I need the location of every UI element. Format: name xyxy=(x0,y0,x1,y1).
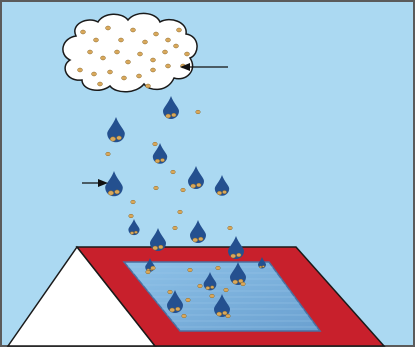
particle-icon xyxy=(174,44,179,48)
particle-icon xyxy=(231,254,236,258)
particle-icon xyxy=(206,286,210,289)
particle-icon xyxy=(119,38,124,42)
particle-icon xyxy=(151,68,156,72)
particle-icon xyxy=(217,191,222,195)
particle-icon xyxy=(126,60,131,64)
particle-icon xyxy=(223,311,228,315)
particle-icon xyxy=(101,56,106,60)
particle-icon xyxy=(146,270,151,274)
particle-icon xyxy=(178,210,183,214)
particle-icon xyxy=(197,183,202,187)
particle-icon xyxy=(117,136,122,140)
particle-icon xyxy=(210,286,214,289)
particle-icon xyxy=(146,84,151,88)
particle-icon xyxy=(186,298,191,302)
particle-icon xyxy=(143,40,148,44)
particle-icon xyxy=(176,307,181,311)
particle-icon xyxy=(217,312,222,316)
particle-icon xyxy=(182,314,187,318)
particle-icon xyxy=(233,280,238,284)
particle-icon xyxy=(78,68,83,72)
particle-icon xyxy=(191,184,196,188)
particle-icon xyxy=(210,294,215,298)
particle-icon xyxy=(224,288,229,292)
particle-icon xyxy=(134,231,137,234)
particle-icon xyxy=(108,191,114,195)
particle-icon xyxy=(166,114,171,118)
particle-icon xyxy=(237,253,242,257)
particle-icon xyxy=(222,190,226,193)
particle-icon xyxy=(166,38,171,42)
particle-icon xyxy=(153,142,158,146)
particle-icon xyxy=(241,282,246,286)
particle-icon xyxy=(94,38,99,42)
particle-icon xyxy=(168,290,173,294)
particle-icon xyxy=(155,159,160,163)
particle-icon xyxy=(160,158,164,161)
particle-icon xyxy=(159,245,164,249)
particle-icon xyxy=(131,28,136,32)
particle-icon xyxy=(177,28,182,32)
particle-icon xyxy=(226,314,231,318)
particle-icon xyxy=(154,32,159,36)
particle-icon xyxy=(172,113,177,117)
particle-icon xyxy=(154,186,159,190)
particle-icon xyxy=(110,137,116,141)
particle-icon xyxy=(198,284,203,288)
particle-icon xyxy=(137,74,142,78)
particle-icon xyxy=(88,50,93,54)
particle-icon xyxy=(173,226,178,230)
particle-icon xyxy=(153,246,158,250)
particle-icon xyxy=(199,237,204,241)
particle-icon xyxy=(98,82,103,86)
particle-icon xyxy=(108,70,113,74)
particle-icon xyxy=(185,52,190,56)
particle-icon xyxy=(166,64,171,68)
particle-icon xyxy=(170,308,175,312)
particle-icon xyxy=(163,50,168,54)
particle-icon xyxy=(151,266,156,270)
particle-icon xyxy=(131,200,136,204)
particle-icon xyxy=(196,110,201,114)
particle-icon xyxy=(216,266,221,270)
particle-icon xyxy=(193,238,198,242)
particle-icon xyxy=(106,26,111,30)
particle-icon xyxy=(115,50,120,54)
particle-icon xyxy=(106,152,111,156)
particle-icon xyxy=(151,58,156,62)
particle-icon xyxy=(92,72,97,76)
particle-icon xyxy=(262,266,264,268)
particle-icon xyxy=(115,190,120,194)
particle-icon xyxy=(129,214,134,218)
particle-icon xyxy=(81,30,86,34)
particle-icon xyxy=(181,188,186,192)
particle-icon xyxy=(259,266,262,268)
particle-icon xyxy=(188,268,193,272)
particle-icon xyxy=(138,52,143,56)
particle-icon xyxy=(171,170,176,174)
particle-icon xyxy=(130,232,134,235)
particle-icon xyxy=(228,226,233,230)
particle-icon xyxy=(122,76,127,80)
